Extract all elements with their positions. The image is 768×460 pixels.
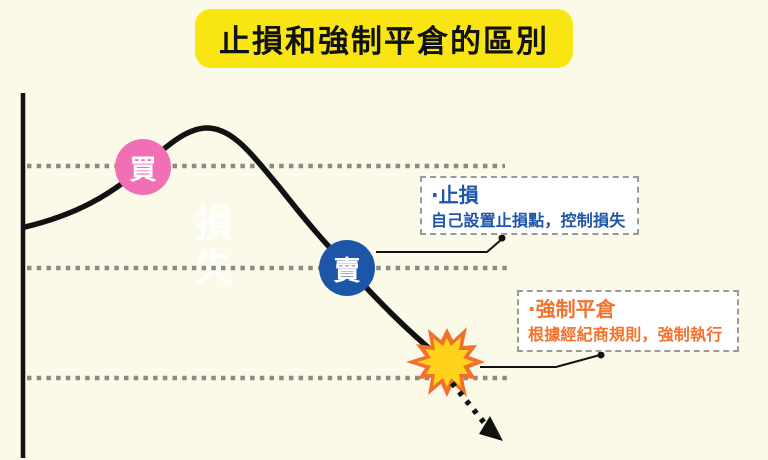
downtrend-arrowhead [479, 416, 503, 441]
title-banner: 止損和強制平倉的區別 [195, 9, 573, 68]
page-title: 止損和強制平倉的區別 [219, 24, 549, 60]
stop-loss-description: 自己設置止損點，控制損失 [431, 211, 626, 230]
buy-marker: 買 [115, 139, 171, 195]
sell-marker-label: 賣 [333, 255, 361, 287]
liquidation-description: 根據經紀商規則，強制執行 [528, 325, 723, 344]
stop-loss-title: ·止損 [431, 183, 479, 207]
sell-marker: 賣 [319, 240, 375, 296]
explosion-inner [417, 337, 474, 387]
liquidation-title: ·強制平倉 [528, 297, 616, 321]
liquidation-connector-line [480, 354, 601, 368]
price-curve [22, 125, 441, 359]
liquidation-callout: ·強制平倉 根據經紀商規則，強制執行 [517, 290, 739, 352]
loss-watermark: 損失 [188, 203, 232, 291]
explosion-icon [406, 327, 485, 397]
liquidation-connector-dot [597, 351, 605, 359]
downtrend-dotted-arrow [449, 381, 489, 427]
stop-loss-connector-dot [498, 234, 506, 242]
stop-loss-connector-line [376, 238, 503, 253]
buy-marker-label: 買 [129, 154, 157, 186]
stop-loss-callout: ·止損 自己設置止損點，控制損失 [420, 176, 639, 235]
